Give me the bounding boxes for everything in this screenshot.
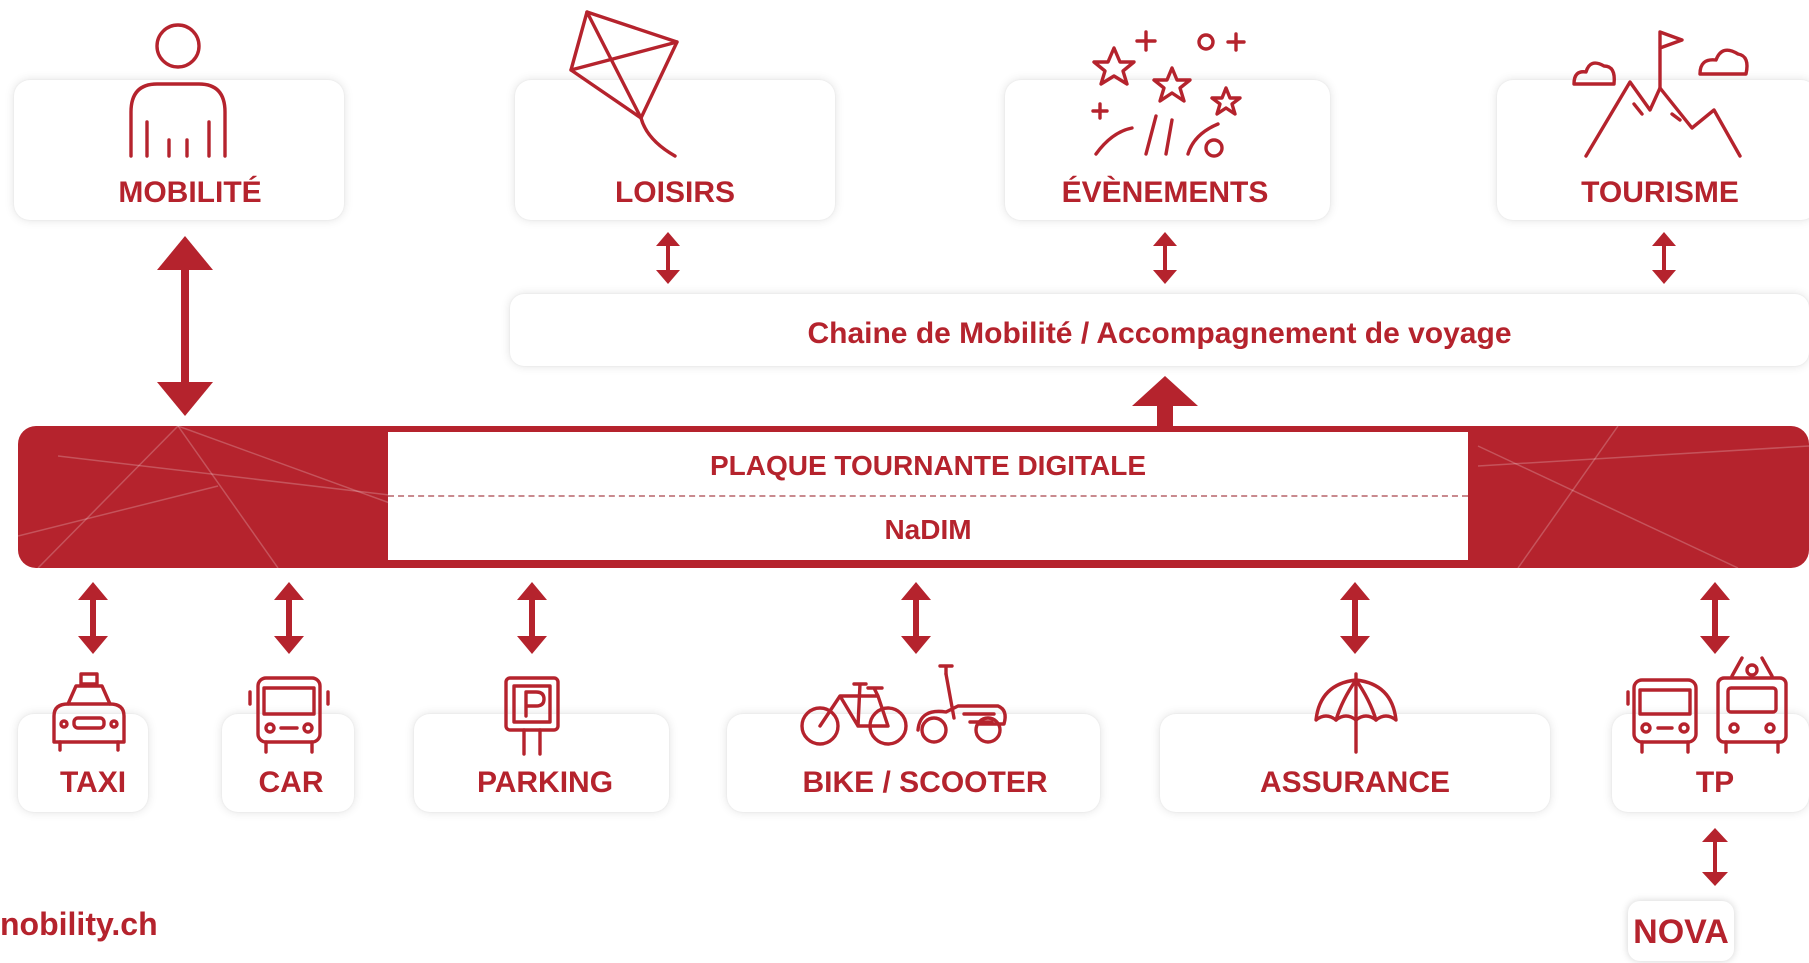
arrow-tourisme-chain (1652, 232, 1676, 284)
label-mobilite: MOBILITÉ (118, 176, 262, 209)
taxi-icon (46, 672, 132, 752)
chain-label: Chaine de Mobilité / Accompagnement de v… (807, 317, 1512, 350)
bottom-card-taxi (18, 714, 148, 812)
mountain-icon (1568, 18, 1750, 158)
hub-subtitle: NaDIM (884, 514, 972, 545)
arrow-hub-taxi (78, 582, 108, 654)
label-bike-scooter: BIKE / SCOOTER (802, 766, 1048, 799)
arrow-hub-parking (517, 582, 547, 654)
arrow-tp-nova (1702, 828, 1728, 886)
person-icon (117, 22, 239, 158)
label-car: CAR (258, 766, 324, 799)
fireworks-icon (1076, 24, 1256, 158)
label-loisirs: LOISIRS (614, 176, 735, 209)
arrow-loisirs-chain (656, 232, 680, 284)
footer-url: nobility.ch (0, 906, 158, 942)
arrow-hub-assurance (1340, 582, 1370, 654)
arrow-hub-chain (1132, 376, 1198, 428)
arrow-evenements-chain (1153, 232, 1177, 284)
parking-icon (502, 674, 562, 756)
hub-title: PLAQUE TOURNANTE DIGITALE (709, 450, 1147, 481)
arrow-hub-tp (1700, 582, 1730, 654)
arrow-mobilite-hub (157, 236, 213, 416)
label-taxi: TAXI (59, 766, 127, 799)
bottom-card-car (222, 714, 354, 812)
hub-divider (388, 495, 1468, 497)
bus-train-icon (1626, 656, 1798, 754)
bicycle-scooter-icon (798, 658, 1010, 750)
kite-icon (565, 8, 685, 158)
label-assurance: ASSURANCE (1259, 766, 1451, 799)
nova-badge: NOVA (1628, 901, 1734, 961)
label-parking: PARKING (476, 766, 614, 799)
label-tourisme: TOURISME (1581, 176, 1739, 209)
label-evenements: ÉVÈNEMENTS (1061, 176, 1269, 209)
label-tp: TP (1695, 766, 1735, 799)
arrow-hub-bike (901, 582, 931, 654)
bottom-card-bike (727, 714, 1100, 812)
hub-network-lines (18, 426, 1809, 568)
top-card-mobilite (14, 80, 344, 220)
hub-panel: PLAQUE TOURNANTE DIGITALE NaDIM (388, 432, 1468, 560)
arrow-hub-car (274, 582, 304, 654)
top-card-loisirs (515, 80, 835, 220)
chain-bar (510, 294, 1809, 366)
bus-icon (248, 674, 330, 754)
umbrella-icon (1312, 672, 1400, 754)
